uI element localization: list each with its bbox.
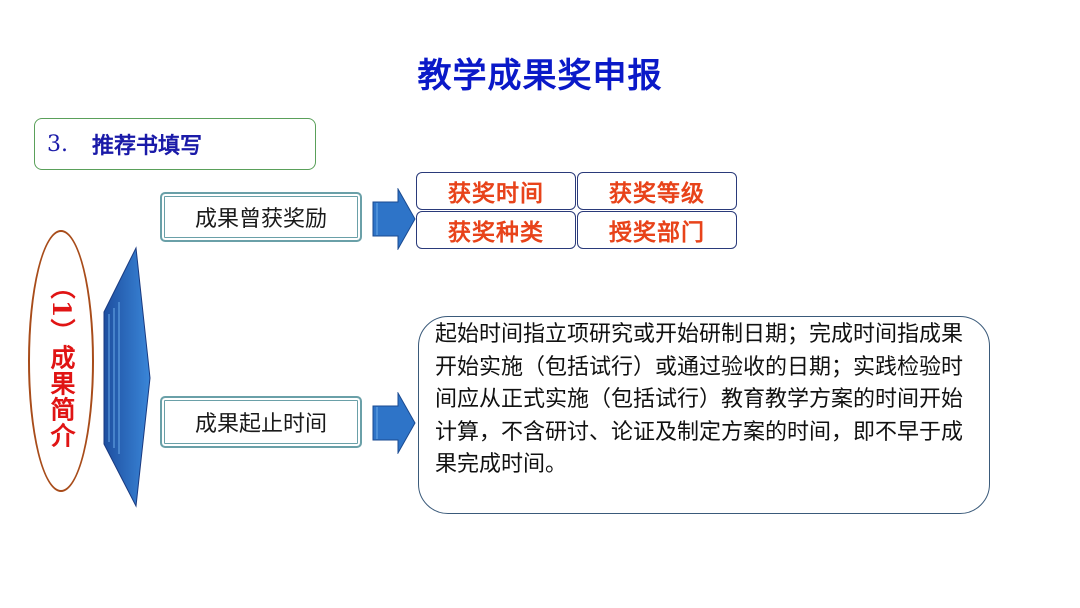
category-label: （1）成果简介 [47,273,76,449]
arrow-right-icon [372,392,416,454]
arrow-right-icon [372,188,416,250]
category-oval: （1）成果简介 [28,230,94,492]
section-label: 推荐书填写 [92,133,203,159]
period-description: 起始时间指立项研究或开始研制日期；完成时间指成果开始实施（包括试行）或通过验收的… [418,316,990,514]
award-cell-type: 获奖种类 [416,211,576,249]
period-item: 成果起止时间 [160,396,362,448]
awards-item: 成果曾获奖励 [160,192,362,242]
award-cell-department: 授奖部门 [577,211,737,249]
award-cell-time: 获奖时间 [416,172,576,210]
section-heading: 3. 推荐书填写 [34,118,316,170]
page-title: 教学成果奖申报 [417,56,663,96]
section-number: 3. [47,131,68,157]
bracket-arrow [103,246,151,508]
award-cell-level: 获奖等级 [577,172,737,210]
